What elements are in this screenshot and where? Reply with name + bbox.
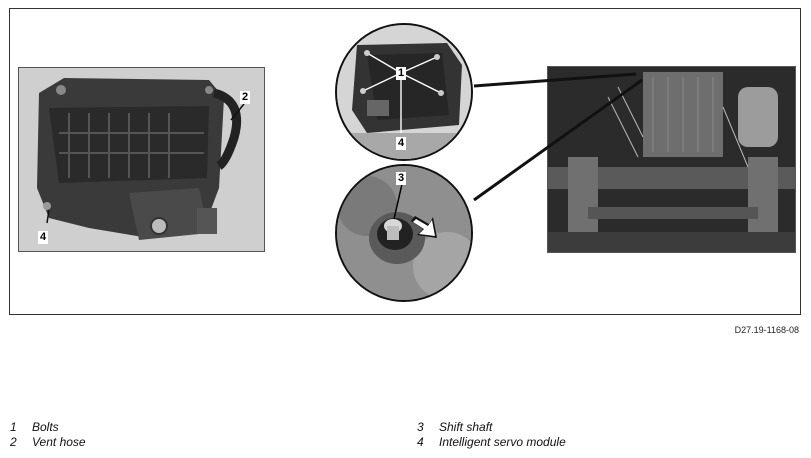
figure-code: D27.19-1168-08 — [734, 325, 799, 335]
legend-number: 3 — [417, 420, 424, 434]
legend-number: 2 — [10, 435, 17, 449]
vehicle-underside-photo — [547, 66, 796, 253]
legend-item: 2 Vent hose — [10, 435, 86, 450]
legend-item: 4 Intelligent servo module — [417, 435, 566, 450]
callout-bolts: 1 — [396, 67, 407, 80]
callout-vent-hose: 2 — [240, 91, 251, 104]
legend-text: Vent hose — [32, 435, 86, 449]
legend-left: 1 Bolts 2 Vent hose — [10, 420, 86, 450]
legend-number: 4 — [417, 435, 424, 449]
legend-item: 3 Shift shaft — [417, 420, 566, 435]
legend-text: Shift shaft — [439, 420, 493, 434]
legend-number: 1 — [10, 420, 17, 434]
callout-servo-module: 4 — [38, 231, 49, 244]
legend-text: Bolts — [32, 420, 59, 434]
legend-right: 3 Shift shaft 4 Intelligent servo module — [417, 420, 566, 450]
callout-bolts-servo: 4 — [396, 137, 407, 150]
callout-shift-shaft: 3 — [396, 172, 407, 185]
legend-item: 1 Bolts — [10, 420, 86, 435]
servo-module-photo: 2 4 — [18, 67, 265, 252]
legend-text: Intelligent servo module — [439, 435, 566, 449]
